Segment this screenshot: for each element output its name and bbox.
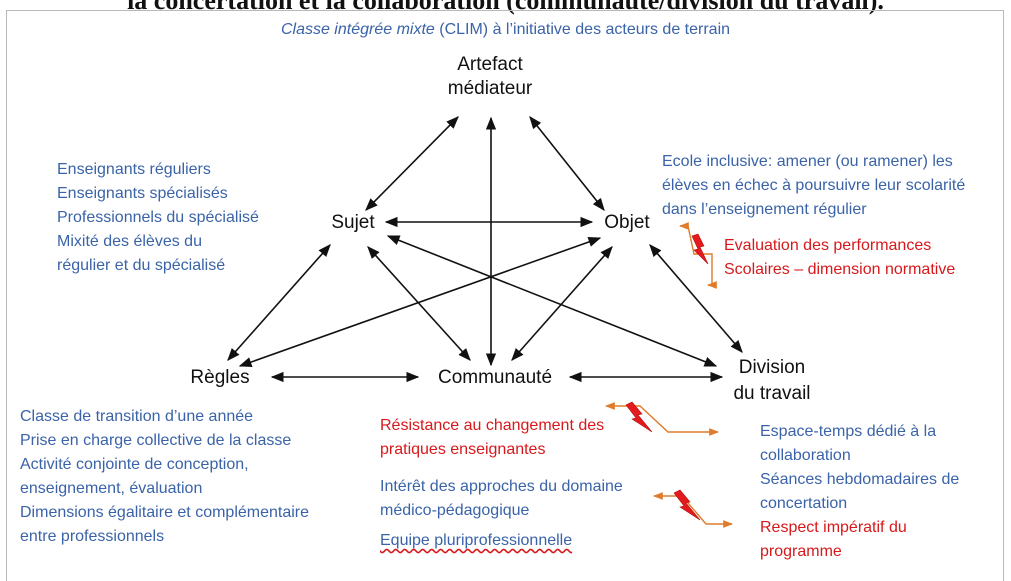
node-division-line2: du travail: [733, 383, 811, 404]
tension-line: Respect impératif du: [760, 519, 907, 536]
note-line: Prise en charge collective de la classe: [20, 432, 292, 449]
note-line: collaboration: [760, 447, 851, 464]
diagram-title: Classe intégrée mixte (CLIM) à l’initiat…: [0, 22, 1011, 38]
note-line: Enseignants réguliers: [57, 161, 211, 178]
note-line: Equipe pluriprofessionnelle: [380, 532, 573, 549]
note-line: Classe de transition d’une année: [20, 408, 254, 425]
title-rest: (CLIM) à l’initiative des acteurs de ter…: [434, 21, 731, 38]
node-division-line1: Division: [738, 357, 806, 378]
node-communaute: Communauté: [437, 367, 553, 388]
arrow-objet-communaute: [511, 246, 613, 361]
lightning-icon: [625, 401, 653, 433]
tension-line: pratiques enseignantes: [380, 441, 546, 458]
arrow-objet-regles: [238, 237, 602, 367]
cut-off-header-text: la concertation et la collaboration (com…: [127, 0, 884, 15]
note-line: enseignement, évaluation: [20, 480, 203, 497]
division-tension-notes: Respect impératif du programme: [760, 516, 907, 564]
tension-line: Evaluation des performances: [724, 237, 932, 254]
node-division-du-travail: Division du travail: [722, 355, 822, 407]
tension-line: Résistance au changement des: [380, 417, 605, 434]
note-line: Espace-temps dédié à la: [760, 423, 937, 440]
communaute-tension-notes: Résistance au changement des pratiques e…: [380, 414, 604, 462]
communaute-notes: Intérêt des approches du domaine médico-…: [380, 475, 623, 553]
arrow-sujet-communaute: [367, 246, 471, 361]
diagram-frame: [6, 10, 1004, 581]
note-line: élèves en échec à poursuivre leur scolar…: [662, 177, 966, 194]
node-objet: Objet: [604, 212, 650, 233]
note-line: concertation: [760, 495, 848, 512]
node-regles: Règles: [190, 367, 250, 388]
regles-notes: Classe de transition d’une année Prise e…: [20, 405, 309, 549]
node-artefact-line2: médiateur: [447, 78, 533, 99]
note-line: régulier et du spécialisé: [57, 257, 226, 274]
objet-notes: Ecole inclusive: amener (ou ramener) les…: [662, 150, 965, 222]
node-artefact-mediateur: Artefact médiateur: [420, 53, 560, 101]
note-line: Intérêt des approches du domaine: [380, 478, 623, 495]
sujet-notes: Enseignants réguliers Enseignants spécia…: [57, 158, 259, 278]
division-notes: Espace-temps dédié à la collaboration Sé…: [760, 420, 959, 516]
tension-line: Scolaires – dimension normative: [724, 261, 956, 278]
note-line: Activité conjointe de conception,: [20, 456, 249, 473]
note-line: Ecole inclusive: amener (ou ramener) les: [662, 153, 953, 170]
tension-arrow-division: [653, 492, 733, 528]
note-line: dans l’enseignement régulier: [662, 201, 867, 218]
note-line: entre professionnels: [20, 528, 165, 545]
node-sujet: Sujet: [331, 212, 375, 233]
arrow-objet-division: [649, 244, 743, 353]
note-line: Professionnels du spécialisé: [57, 209, 259, 226]
note-line: Séances hebdomadaires de: [760, 471, 960, 488]
arrow-artefact-objet: [529, 115, 605, 212]
tension-line: programme: [760, 543, 842, 560]
title-italic: Classe intégrée mixte: [280, 21, 435, 38]
arrow-artefact-sujet: [365, 116, 459, 211]
lightning-icon: [691, 233, 709, 265]
lightning-icon: [673, 489, 701, 521]
note-line: médico-pédagogique: [380, 502, 530, 519]
note-line: Mixité des élèves du: [57, 233, 202, 250]
objet-tension-notes: Evaluation des performances Scolaires – …: [724, 234, 955, 282]
note-line: Dimensions égalitaire et complémentaire: [20, 504, 310, 521]
note-line: Enseignants spécialisés: [57, 185, 228, 202]
tension-arrow-communaute: [605, 402, 719, 436]
node-artefact-line1: Artefact: [457, 54, 523, 75]
